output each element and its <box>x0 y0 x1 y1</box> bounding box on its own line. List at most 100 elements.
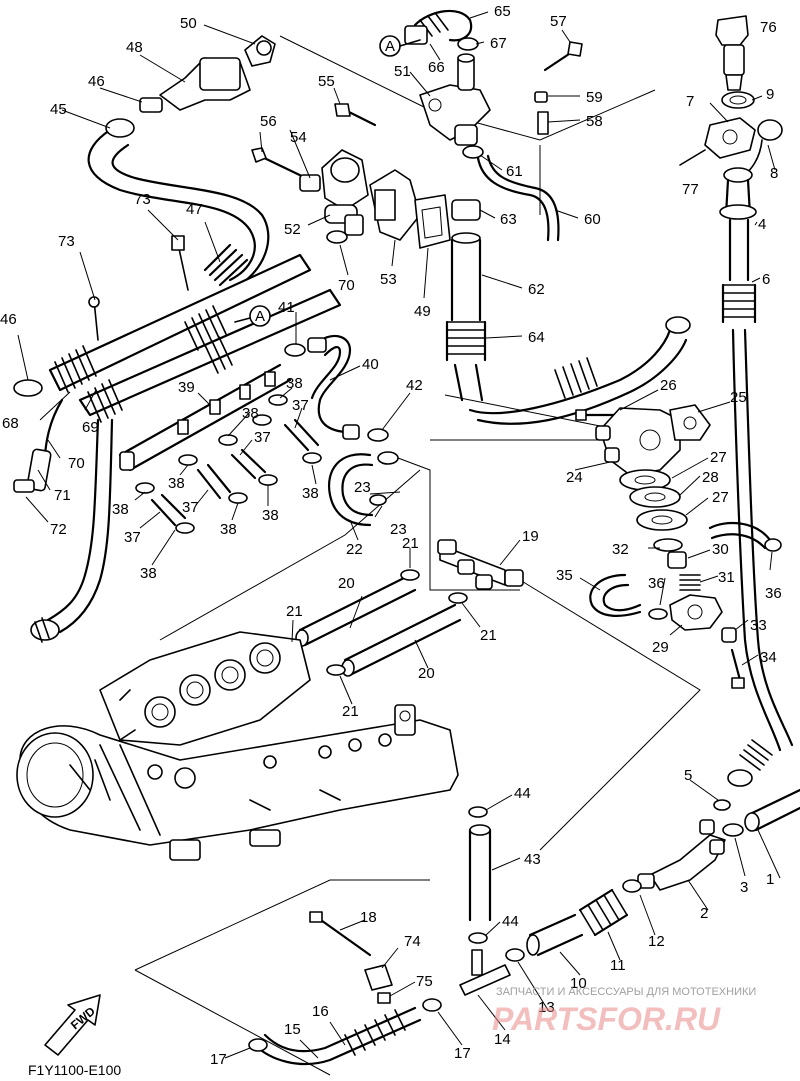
callout-55: 55 <box>318 73 335 90</box>
long-pipes-left <box>13 235 342 423</box>
callout-40: 40 <box>362 356 379 373</box>
callout-13: 13 <box>538 999 555 1016</box>
callout-70-upper: 70 <box>338 277 355 294</box>
callout-73-upper: 73 <box>134 191 151 208</box>
filler-neck-assembly <box>679 15 794 787</box>
callout-38-e: 38 <box>140 565 157 582</box>
callout-59: 59 <box>586 89 603 106</box>
callout-38-b: 38 <box>168 475 185 492</box>
callout-33: 33 <box>750 617 767 634</box>
callout-20-upper: 20 <box>338 575 355 592</box>
callout-43: 43 <box>524 851 541 868</box>
callout-38-h: 38 <box>302 485 319 502</box>
callout-3: 3 <box>740 879 748 896</box>
watermark-caption: ЗАПЧАСТИ И АКСЕССУАРЫ ДЛЯ МОТОТЕХНИКИ <box>496 986 756 998</box>
callout-11: 11 <box>610 957 626 974</box>
callout-67: 67 <box>490 35 507 52</box>
leader-lines <box>17 11 781 1059</box>
callout-38-a: 38 <box>112 501 129 518</box>
callout-42: 42 <box>406 377 423 394</box>
callout-38-d: 38 <box>286 375 303 392</box>
callout-68: 68 <box>2 415 19 432</box>
top-left-hose-assembly <box>87 35 276 287</box>
callout-60: 60 <box>584 211 601 228</box>
guide-lines <box>134 35 701 1076</box>
callout-38-f: 38 <box>220 521 237 538</box>
callout-25: 25 <box>730 389 747 406</box>
callout-32: 32 <box>612 541 629 558</box>
callout-27-upper: 27 <box>710 449 727 466</box>
callout-30: 30 <box>712 541 729 558</box>
callout-45: 45 <box>50 101 67 118</box>
callout-65: 65 <box>494 3 511 20</box>
callout-46-lower: 46 <box>0 311 17 328</box>
callout-2: 2 <box>700 905 708 922</box>
callout-20-lower: 20 <box>418 665 435 682</box>
valve-assembly <box>251 103 451 249</box>
callout-21-b: 21 <box>286 603 303 620</box>
callout-18: 18 <box>360 909 377 926</box>
callout-6: 6 <box>762 271 770 288</box>
callout-70-lower: 70 <box>68 455 85 472</box>
callouts: 1 2 3 4 5 6 7 8 9 10 11 12 13 14 15 16 1… <box>0 3 782 1068</box>
callout-7: 7 <box>686 93 694 110</box>
callout-36-right: 36 <box>765 585 782 602</box>
callout-54: 54 <box>290 129 307 146</box>
callout-38-g: 38 <box>262 507 279 524</box>
callout-10: 10 <box>570 975 587 992</box>
left-drain-hose <box>13 398 114 643</box>
callout-34: 34 <box>760 649 777 666</box>
callout-35: 35 <box>556 567 573 584</box>
callout-27-lower: 27 <box>712 489 729 506</box>
callout-17-right: 17 <box>454 1045 471 1062</box>
callout-37-b: 37 <box>182 499 199 516</box>
callout-23-b: 23 <box>390 521 407 538</box>
callout-63: 63 <box>500 211 517 228</box>
callout-16: 16 <box>312 1003 329 1020</box>
callout-48: 48 <box>126 39 143 56</box>
callout-46-upper: 46 <box>88 73 105 90</box>
callout-37-c: 37 <box>254 429 271 446</box>
upper-outlet-fitting <box>404 9 691 425</box>
callout-44-upper: 44 <box>514 785 531 802</box>
callout-69: 69 <box>82 419 99 436</box>
engine-exhaust-manifold <box>16 631 459 861</box>
callout-17-left: 17 <box>210 1051 227 1068</box>
callout-39: 39 <box>178 379 195 396</box>
callout-47: 47 <box>186 201 203 218</box>
callout-72: 72 <box>50 521 67 538</box>
callout-38-c: 38 <box>242 405 259 422</box>
callout-29: 29 <box>652 639 669 656</box>
callout-9: 9 <box>766 86 774 103</box>
callout-21-a: 21 <box>402 535 419 552</box>
callout-61: 61 <box>506 163 523 180</box>
callout-71: 71 <box>54 487 71 504</box>
callout-66: 66 <box>428 59 445 76</box>
callout-4: 4 <box>758 216 766 233</box>
callout-62: 62 <box>528 281 545 298</box>
watermark: ЗАПЧАСТИ И АКСЕССУАРЫ ДЛЯ МОТОТЕХНИКИ PA… <box>492 986 756 1037</box>
callout-49: 49 <box>414 303 431 320</box>
fwd-arrow: FWD <box>44 994 101 1056</box>
callout-31: 31 <box>718 569 735 586</box>
callout-21-d: 21 <box>342 703 359 720</box>
callout-51: 51 <box>394 63 411 80</box>
cooling-pipes <box>282 539 524 677</box>
callout-26: 26 <box>660 377 677 394</box>
callout-15: 15 <box>284 1021 301 1038</box>
callout-44-lower: 44 <box>502 913 519 930</box>
callout-75: 75 <box>416 973 433 990</box>
callout-37-a: 37 <box>124 529 141 546</box>
callout-73-lower: 73 <box>58 233 75 250</box>
connector-mark-a-left: A <box>255 308 265 325</box>
bottom-drain-assembly <box>248 788 800 1066</box>
callout-57: 57 <box>550 13 567 30</box>
diagram-code: F1Y1100-E100 <box>28 1062 121 1078</box>
callout-21-c: 21 <box>480 627 497 644</box>
callout-19: 19 <box>522 528 539 545</box>
callout-58: 58 <box>586 113 603 130</box>
thermostat-housing <box>575 404 782 689</box>
callout-23-a: 23 <box>354 479 371 496</box>
